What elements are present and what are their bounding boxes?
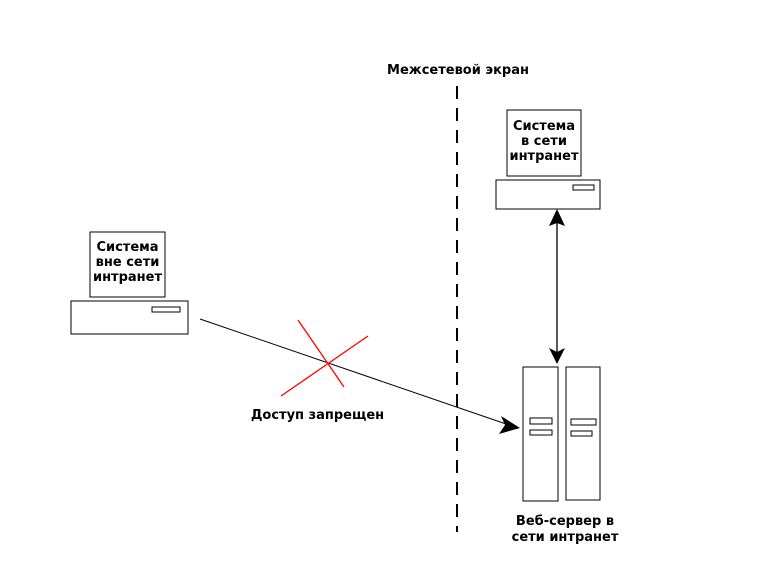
server-right-slot-1 xyxy=(570,418,597,426)
arrowhead-up-icon xyxy=(549,209,565,226)
arrowhead-down-icon xyxy=(549,348,565,364)
server-left-slot-2 xyxy=(529,429,553,436)
intranet-system-computer xyxy=(495,109,601,210)
web-server-label: Веб-сервер в сети интранет xyxy=(511,514,619,545)
outside-connection-line xyxy=(199,318,507,425)
server-left-slot-1 xyxy=(529,417,553,425)
blocked-access-label: Доступ запрещен xyxy=(250,408,385,423)
intranet-system-case xyxy=(495,179,601,210)
intranet-system-label: Система в сети интранет xyxy=(509,119,579,164)
intranet-system-monitor xyxy=(506,109,582,177)
intranet-system-drive-slot xyxy=(572,184,595,191)
arrowhead-right-icon xyxy=(499,416,520,434)
web-server-towers xyxy=(522,366,601,502)
outside-system-label: Система вне сети интранет xyxy=(92,240,163,285)
server-right-slot-2 xyxy=(570,430,593,437)
blocked-cross-icon xyxy=(280,319,369,397)
outside-system-case xyxy=(70,300,189,335)
firewall-label: Межсетевой экран xyxy=(387,63,529,78)
outside-system-monitor xyxy=(89,231,166,298)
outside-system-computer xyxy=(70,231,189,335)
outside-system-drive-slot xyxy=(151,306,181,313)
